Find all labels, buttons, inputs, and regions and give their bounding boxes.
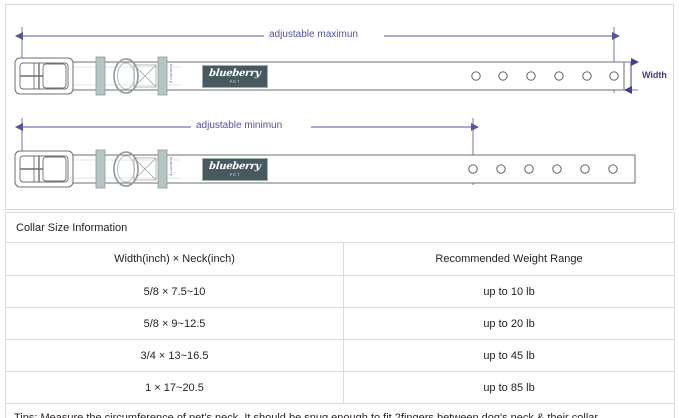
- collar-diagram-svg: [14, 27, 639, 189]
- weight-value: up to 45 lb: [343, 339, 675, 372]
- brand-logo-patch-bottom: blueberry PET: [202, 158, 268, 181]
- measurement-tips-text: Tips: Measure the circumference of pet's…: [5, 403, 675, 418]
- table-row: 5/8 × 9~12.5 up to 20 lb: [5, 307, 675, 340]
- brand-sub-text: PET: [229, 79, 241, 84]
- size-value: 1 × 17~20.5: [5, 371, 344, 404]
- weight-value: up to 85 lb: [343, 371, 675, 404]
- table-title: Collar Size Information: [5, 212, 675, 243]
- column-header-weight: Recommended Weight Range: [343, 242, 675, 276]
- brand-name-text-bottom: blueberry: [208, 161, 262, 172]
- adjustable-minimum-label: adjustable minimun: [196, 120, 283, 131]
- adjustable-maximum-label: adjustable maximun: [269, 29, 358, 40]
- weight-value: up to 20 lb: [343, 307, 675, 340]
- table-row-header: Width(inch) × Neck(inch) Recommended Wei…: [5, 242, 675, 276]
- collar-bottom-group: [14, 118, 636, 189]
- collar-top-group: [14, 27, 639, 96]
- width-dimension-label: Width: [642, 70, 667, 80]
- size-value: 3/4 × 13~16.5: [5, 339, 344, 372]
- brand-sub-text-bottom: PET: [229, 172, 241, 177]
- table-row-tips: Tips: Measure the circumference of pet's…: [5, 403, 675, 418]
- woven-tag-bottom: blueberry: [169, 157, 173, 177]
- size-value: 5/8 × 7.5~10: [5, 275, 344, 308]
- table-row: 5/8 × 7.5~10 up to 10 lb: [5, 275, 675, 308]
- collar-size-table: Collar Size Information Width(inch) × Ne…: [5, 212, 675, 418]
- table-row: 1 × 17~20.5 up to 85 lb: [5, 371, 675, 404]
- size-value: 5/8 × 9~12.5: [5, 307, 344, 340]
- weight-value: up to 10 lb: [343, 275, 675, 308]
- brand-name-text: blueberry: [208, 68, 262, 79]
- table-row: 3/4 × 13~16.5 up to 45 lb: [5, 339, 675, 372]
- collar-diagram-panel: adjustable maximun blueberry PET blueber…: [5, 4, 674, 210]
- woven-tag-top: blueberry: [169, 64, 173, 84]
- table-row-title: Collar Size Information: [5, 212, 675, 243]
- brand-logo-patch-top: blueberry PET: [202, 65, 268, 88]
- column-header-size: Width(inch) × Neck(inch): [5, 242, 344, 276]
